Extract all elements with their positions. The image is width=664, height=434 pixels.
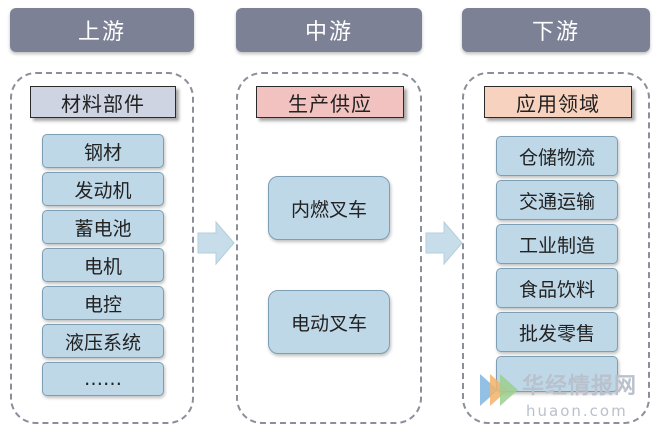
- midstream-item-ic-forklift: 内燃叉车: [268, 176, 390, 240]
- upstream-item-more: ……: [42, 362, 164, 396]
- watermark: 华经情报网 huaon.com: [470, 366, 660, 430]
- category-materials: 材料部件: [30, 86, 176, 118]
- midstream-item-electric-forklift: 电动叉车: [268, 290, 390, 354]
- upstream-item-engine: 发动机: [42, 172, 164, 206]
- header-upstream: 上游: [10, 8, 194, 52]
- downstream-item-food-beverage: 食品饮料: [496, 268, 618, 308]
- watermark-logo-icon: [480, 374, 518, 406]
- upstream-item-battery: 蓄电池: [42, 210, 164, 244]
- downstream-item-warehousing: 仓储物流: [496, 136, 618, 176]
- arrow-right-icon: [197, 220, 235, 266]
- upstream-item-motor: 电机: [42, 248, 164, 282]
- upstream-item-steel: 钢材: [42, 134, 164, 168]
- watermark-name: 华经情报网: [522, 374, 638, 399]
- upstream-item-hydraulics: 液压系统: [42, 324, 164, 358]
- header-downstream: 下游: [462, 8, 650, 52]
- downstream-item-manufacturing: 工业制造: [496, 224, 618, 264]
- downstream-item-blank: [496, 356, 618, 392]
- watermark-url: huaon.com: [526, 402, 628, 420]
- downstream-item-retail: 批发零售: [496, 312, 618, 352]
- category-applications: 应用领域: [484, 86, 632, 118]
- downstream-item-transport: 交通运输: [496, 180, 618, 220]
- midstream-panel: [236, 72, 422, 424]
- category-production: 生产供应: [256, 86, 404, 118]
- arrow-right-icon: [425, 220, 463, 266]
- header-midstream: 中游: [236, 8, 422, 52]
- upstream-item-controller: 电控: [42, 286, 164, 320]
